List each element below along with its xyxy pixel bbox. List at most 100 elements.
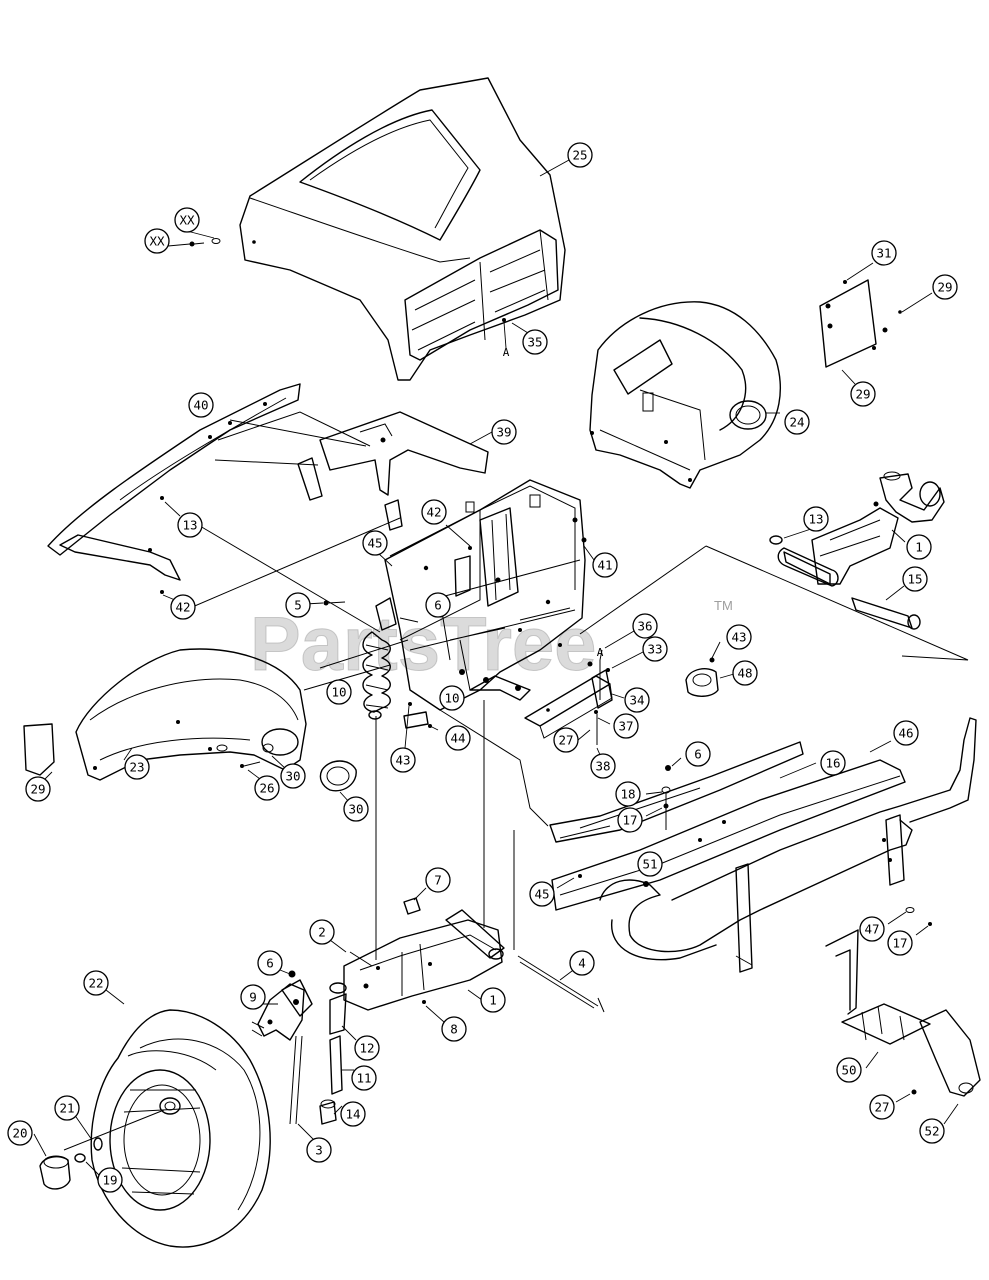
svg-text:XX: XX [149, 234, 165, 249]
svg-text:16: 16 [825, 756, 840, 771]
callout-47: 47 [859, 916, 885, 942]
front-wheel [33, 989, 271, 1248]
svg-text:40: 40 [193, 398, 208, 413]
callout-20: 20 [7, 1120, 33, 1146]
svg-text:7: 7 [434, 873, 442, 888]
svg-text:30: 30 [285, 769, 300, 784]
svg-text:2: 2 [318, 925, 326, 940]
reference-letter-a-2: A [597, 646, 604, 659]
svg-text:1: 1 [489, 993, 497, 1008]
callout-38: 38 [590, 753, 616, 779]
callout-10-right: 10 [439, 685, 465, 711]
callout-31: 31 [871, 240, 897, 266]
svg-text:52: 52 [924, 1124, 939, 1139]
callout-43-light: 43 [726, 624, 752, 650]
svg-text:23: 23 [129, 760, 144, 775]
bumper-hardware [645, 757, 932, 936]
svg-text:5: 5 [294, 598, 302, 613]
callout-26: 26 [254, 775, 280, 801]
svg-text:10: 10 [444, 691, 459, 706]
callout-42-left: 42 [170, 594, 196, 620]
callout-29-panel: 29 [850, 381, 876, 407]
front-bumper-bracket [47, 383, 301, 581]
svg-text:26: 26 [259, 781, 274, 796]
svg-text:6: 6 [266, 956, 274, 971]
svg-text:19: 19 [102, 1173, 117, 1188]
callout-9: 9 [240, 984, 266, 1010]
svg-text:29: 29 [855, 387, 870, 402]
callout-36: 36 [632, 613, 658, 639]
callout-30-washer: 30 [280, 763, 306, 789]
callout-11: 11 [351, 1065, 377, 1091]
svg-text:48: 48 [737, 666, 752, 681]
svg-text:17: 17 [892, 936, 907, 951]
callout-13-left: 13 [177, 512, 203, 538]
svg-text:45: 45 [367, 536, 382, 551]
svg-text:37: 37 [618, 719, 633, 734]
callout-1-axle: 1 [480, 987, 506, 1013]
callout-24: 24 [784, 409, 810, 435]
svg-text:47: 47 [864, 922, 879, 937]
callout-6-spring: 6 [425, 592, 451, 618]
hood-hardware [167, 159, 570, 334]
spindle-assembly [251, 969, 357, 1143]
svg-text:42: 42 [175, 600, 190, 615]
callout-xx-1: XX [174, 207, 200, 233]
svg-text:45: 45 [534, 887, 549, 902]
callout-xx-2: XX [144, 228, 170, 254]
callout-52: 52 [919, 1118, 945, 1144]
callout-13-right: 13 [803, 506, 829, 532]
mounting-bracket-39 [214, 411, 493, 531]
callout-17-bumper: 17 [617, 807, 643, 833]
callout-39: 39 [491, 419, 517, 445]
callout-30-light: 30 [343, 796, 369, 822]
svg-text:39: 39 [496, 425, 511, 440]
callout-46: 46 [893, 720, 919, 746]
svg-text:44: 44 [450, 731, 465, 746]
svg-text:50: 50 [841, 1063, 856, 1078]
svg-text:33: 33 [647, 642, 662, 657]
svg-text:36: 36 [637, 619, 652, 634]
svg-text:18: 18 [620, 787, 635, 802]
svg-text:13: 13 [182, 518, 197, 533]
callout-5: 5 [285, 592, 311, 618]
callout-48: 48 [732, 660, 758, 686]
callout-45-bumper: 45 [529, 881, 555, 907]
control-bracket [524, 630, 644, 765]
callout-27-hitch: 27 [869, 1094, 895, 1120]
svg-text:14: 14 [345, 1107, 360, 1122]
hood [239, 77, 566, 381]
callout-3: 3 [306, 1137, 332, 1163]
callout-10-left: 10 [326, 679, 352, 705]
svg-text:29: 29 [30, 782, 45, 797]
callout-34: 34 [624, 687, 650, 713]
callout-44: 44 [445, 725, 471, 751]
spring-assembly [304, 597, 419, 720]
callout-15: 15 [902, 566, 928, 592]
svg-text:4: 4 [578, 956, 586, 971]
svg-text:6: 6 [694, 747, 702, 762]
svg-text:6: 6 [434, 598, 442, 613]
svg-text:22: 22 [88, 976, 103, 991]
callout-2: 2 [309, 919, 335, 945]
callout-4: 4 [569, 950, 595, 976]
callout-41: 41 [592, 552, 618, 578]
svg-text:34: 34 [629, 693, 644, 708]
callout-45-chassis: 45 [362, 530, 388, 556]
callout-33: 33 [642, 636, 668, 662]
callout-29-fender: 29 [25, 776, 51, 802]
svg-text:27: 27 [558, 733, 573, 748]
callout-12: 12 [354, 1035, 380, 1061]
svg-text:8: 8 [450, 1022, 458, 1037]
svg-text:21: 21 [59, 1101, 74, 1116]
callout-6-bumper: 6 [685, 741, 711, 767]
callout-43-fender: 43 [390, 747, 416, 773]
callout-6-spindle: 6 [257, 950, 283, 976]
svg-text:27: 27 [874, 1100, 889, 1115]
svg-text:30: 30 [348, 802, 363, 817]
svg-text:25: 25 [572, 148, 587, 163]
front-pivot-bar [705, 471, 969, 661]
callout-40: 40 [188, 392, 214, 418]
callout-8: 8 [441, 1016, 467, 1042]
svg-text:3: 3 [315, 1143, 323, 1158]
